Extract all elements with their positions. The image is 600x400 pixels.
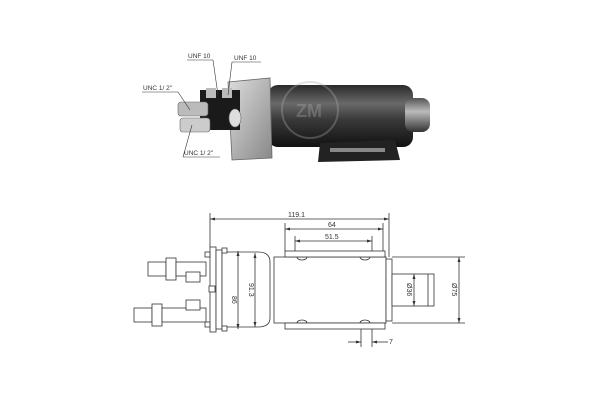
dim-bracket-spacing bbox=[294, 236, 373, 251]
body-outline bbox=[273, 256, 387, 324]
svg-text:UNC 1/ 2": UNC 1/ 2" bbox=[184, 150, 214, 157]
dim-flange-dia bbox=[236, 251, 240, 329]
dim-overall-length bbox=[209, 213, 390, 257]
label-mount-height: Ø75 bbox=[450, 283, 457, 296]
label-body-length: 64 bbox=[328, 222, 336, 229]
label-overall-length: 119.1 bbox=[288, 212, 305, 219]
terminal-stud-bottom bbox=[179, 117, 211, 133]
technical-drawing bbox=[133, 213, 465, 347]
plunger bbox=[405, 98, 430, 132]
dim-mount-height bbox=[392, 256, 465, 324]
dim-body-length bbox=[284, 223, 384, 251]
callout-unf-left: UNF 10 bbox=[187, 53, 219, 96]
label-flange-dia: 86 bbox=[230, 296, 237, 304]
svg-text:UNF 10: UNF 10 bbox=[188, 53, 211, 60]
solenoid-body bbox=[268, 85, 413, 147]
label-bracket-spacing: 51.5 bbox=[325, 234, 339, 241]
callout-unc-top: UNC 1/ 2" bbox=[142, 85, 191, 111]
callout-unf-right: UNF 10 bbox=[227, 55, 261, 96]
dim-plunger-dia bbox=[412, 274, 416, 306]
svg-text:ZM: ZM bbox=[296, 101, 322, 121]
watermark-logo: ZM bbox=[281, 81, 339, 139]
terminal-stud-top bbox=[177, 101, 209, 117]
plunger-outline bbox=[391, 273, 435, 307]
dim-bracket-thickness bbox=[348, 329, 388, 347]
label-bracket-thickness: 7 bbox=[389, 339, 393, 346]
label-body-dia: 91.3 bbox=[247, 283, 254, 297]
svg-text:UNF 10: UNF 10 bbox=[234, 55, 257, 62]
callout-unc-bottom: UNC 1/ 2" bbox=[182, 124, 220, 158]
solenoid-photo: ZM UNF 10 UNF 10 UNC 1/ 2" UNC 1/ 2" bbox=[142, 53, 430, 162]
svg-text:UNC 1/ 2": UNC 1/ 2" bbox=[143, 85, 173, 92]
label-plunger-dia: Ø36 bbox=[405, 283, 412, 296]
dim-body-dia bbox=[253, 253, 257, 327]
